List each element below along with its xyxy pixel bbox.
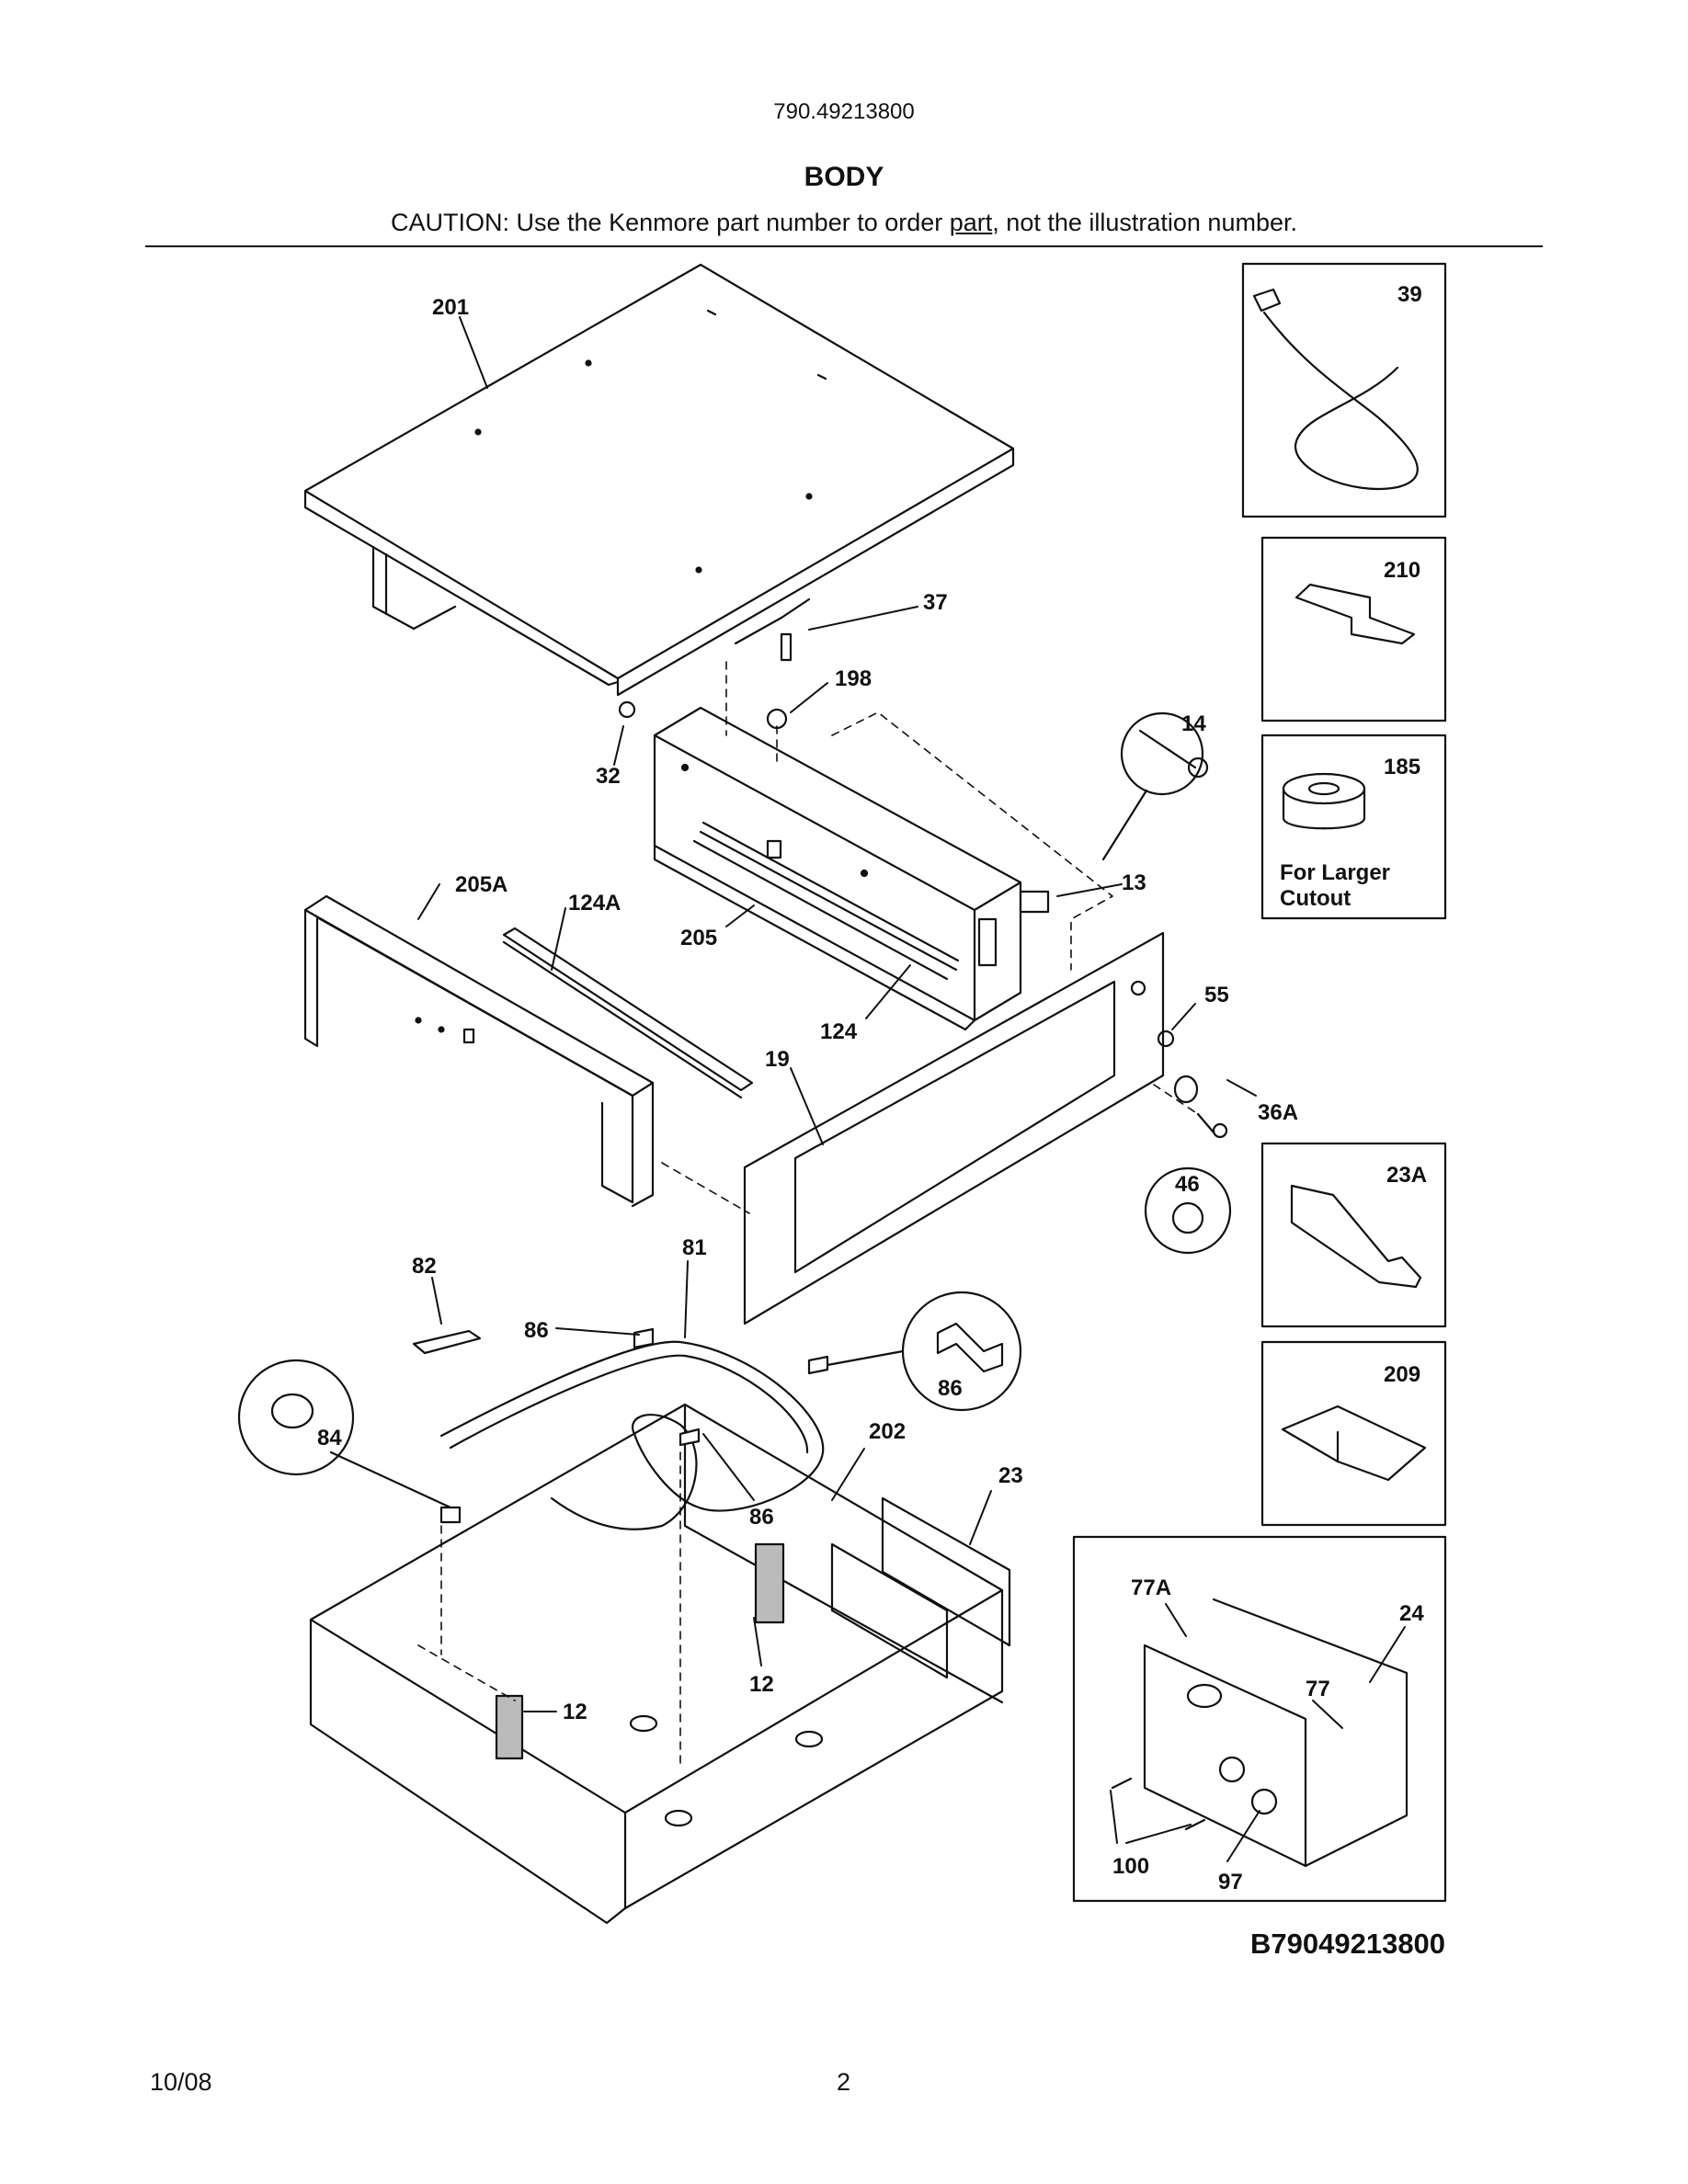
label-84: 84 [317, 1426, 342, 1450]
label-36A: 36A [1258, 1100, 1298, 1125]
inset-box-23A [1260, 1142, 1447, 1328]
label-23: 23 [998, 1463, 1023, 1488]
header-rule [145, 245, 1543, 247]
control-box-205 [653, 706, 1022, 1031]
label-205A: 205A [455, 872, 508, 897]
label-86-callout: 86 [938, 1376, 963, 1401]
front-frame-19 [743, 931, 1165, 1325]
label-19: 19 [765, 1047, 790, 1072]
label-37: 37 [923, 590, 948, 615]
heating-element-81 [439, 1340, 825, 1530]
top-panel-201 [303, 263, 1015, 697]
caution-before: CAUTION: Use the Kenmore part number to … [391, 209, 950, 236]
label-124A: 124A [568, 891, 621, 916]
label-100: 100 [1112, 1854, 1149, 1879]
label-198: 198 [835, 666, 872, 691]
label-86-top: 86 [524, 1318, 549, 1343]
page-number: 2 [837, 2068, 851, 2096]
callout-circles [237, 711, 1232, 1509]
inset-box-24 [1072, 1535, 1447, 1903]
label-55: 55 [1204, 983, 1229, 1007]
inset-box-185 [1260, 734, 1447, 920]
label-124: 124 [820, 1019, 858, 1044]
label-46: 46 [1175, 1172, 1200, 1197]
part-labels: 201 37 198 32 14 13 205A 124A 205 124 19… [317, 282, 1427, 1894]
label-13: 13 [1122, 870, 1146, 895]
inset-box-210 [1260, 536, 1447, 722]
label-12-left: 12 [563, 1700, 587, 1724]
rail-124A [502, 927, 754, 1099]
label-24: 24 [1399, 1601, 1424, 1626]
caution-text: CAUTION: Use the Kenmore part number to … [0, 209, 1688, 237]
leader-lines [417, 316, 1406, 1862]
label-14: 14 [1181, 711, 1206, 736]
side-panel-205A [303, 894, 655, 1208]
small-parts [412, 597, 1228, 1524]
caution-after: , not the illustration number. [992, 209, 1297, 236]
label-210: 210 [1384, 558, 1420, 583]
label-77A: 77A [1131, 1575, 1171, 1600]
assembly-dashed-lines [417, 661, 1196, 1766]
inset-box-209 [1260, 1340, 1447, 1527]
label-202: 202 [869, 1419, 906, 1444]
label-23A: 23A [1386, 1163, 1427, 1188]
label-12-right: 12 [749, 1672, 774, 1697]
inset-box-39 [1241, 262, 1447, 518]
label-86-lower: 86 [749, 1505, 774, 1530]
note-line-1: For Larger [1280, 860, 1390, 885]
note-line-2: Cutout [1280, 886, 1351, 911]
diagram-code: B79049213800 [1250, 1928, 1446, 1960]
label-39: 39 [1397, 282, 1422, 307]
label-77: 77 [1306, 1677, 1330, 1701]
label-82: 82 [412, 1254, 437, 1279]
bottom-tray-202 [309, 1403, 1011, 1925]
label-81: 81 [682, 1235, 707, 1260]
model-number: 790.49213800 [773, 99, 915, 124]
footer-date: 10/08 [150, 2068, 212, 2096]
label-209: 209 [1384, 1362, 1420, 1387]
caution-underlined: part [949, 209, 993, 236]
label-97: 97 [1218, 1870, 1243, 1894]
label-205: 205 [680, 926, 717, 950]
label-32: 32 [596, 764, 621, 789]
label-201: 201 [432, 295, 469, 320]
page-title: BODY [804, 162, 884, 192]
label-185: 185 [1384, 755, 1420, 779]
